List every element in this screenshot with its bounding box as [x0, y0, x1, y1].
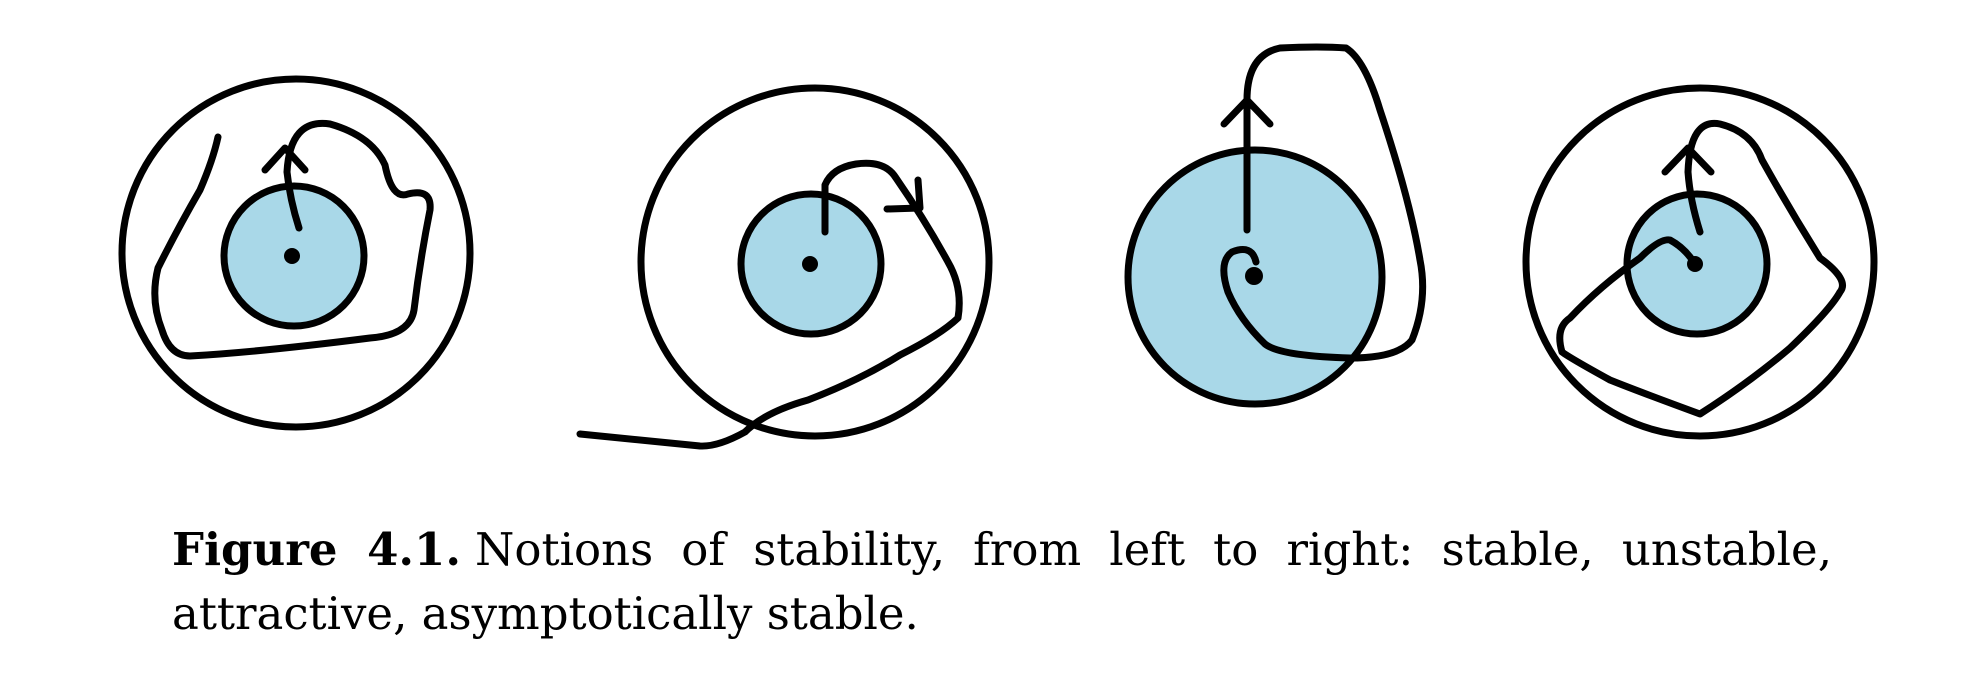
outer-neighborhood	[118, 75, 474, 431]
figure-caption: Figure 4.1.Notions of stability, from le…	[172, 518, 1832, 646]
panel-attractive	[1124, 43, 1427, 408]
panel-stable	[118, 75, 474, 431]
panel-asymptotically-stable	[1522, 84, 1878, 440]
panel-unstable	[576, 84, 993, 450]
arrow-head-icon	[883, 176, 924, 213]
trajectory-curve	[1556, 119, 1846, 418]
outer-neighborhood	[1522, 84, 1878, 440]
outer-neighborhood	[637, 84, 993, 440]
arrow-head-icon	[1220, 96, 1274, 128]
equilibrium-point	[284, 248, 300, 264]
caption-label: Figure 4.1.	[172, 523, 462, 576]
caption-text: Notions of stability, from left to right…	[172, 523, 1832, 640]
equilibrium-point	[802, 256, 818, 272]
equilibrium-point	[1245, 267, 1263, 285]
trajectory-curve	[151, 119, 434, 360]
arrow-head-icon	[1661, 144, 1715, 176]
trajectory-curve	[1220, 43, 1427, 362]
arrow-head-icon	[261, 144, 309, 174]
stability-figure	[118, 43, 1878, 450]
trajectory-curve	[576, 159, 963, 450]
